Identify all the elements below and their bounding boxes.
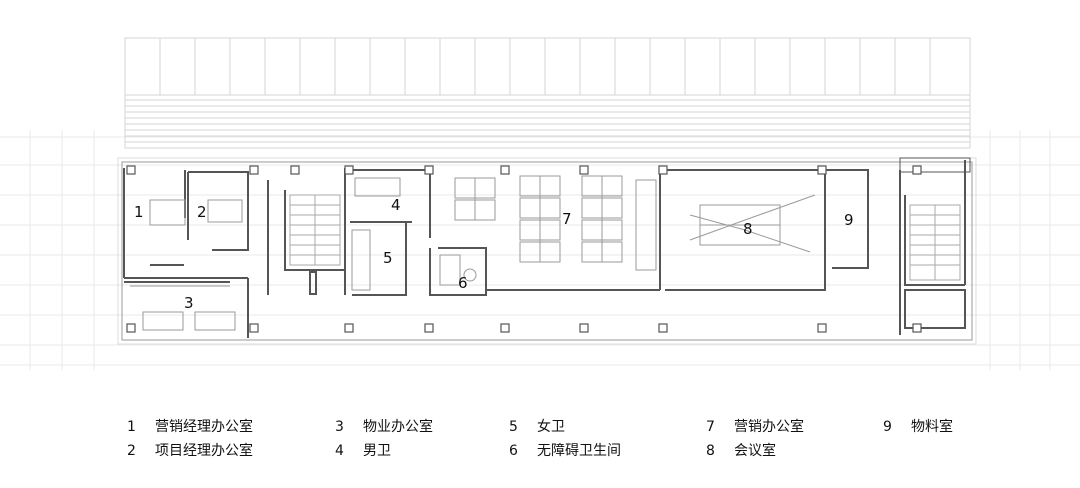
room-number-8: 8 [743, 220, 753, 238]
legend-label: 营销办公室 [734, 419, 804, 435]
legend-label: 女卫 [537, 419, 565, 435]
workstations [454, 175, 657, 271]
structural-columns [126, 165, 922, 333]
room-number-3: 3 [184, 294, 194, 312]
legend-item-7: 7 营销办公室 [706, 416, 804, 436]
stairs-right [909, 204, 961, 281]
legend-number: 7 [706, 419, 715, 435]
building-outline [117, 157, 977, 345]
legend-item-6: 6 无障碍卫生间 [509, 440, 621, 460]
legend-item-2: 2 项目经理办公室 [127, 440, 253, 460]
room-number-6: 6 [458, 274, 468, 292]
legend-label: 无障碍卫生间 [537, 443, 621, 459]
floor-plan: 1 2 3 4 5 6 7 8 9 [0, 37, 1080, 370]
toilet-fixtures [351, 177, 477, 291]
legend-label: 物业办公室 [363, 419, 433, 435]
legend-item-8: 8 会议室 [706, 440, 776, 460]
room-number-5: 5 [383, 249, 393, 267]
legend-item-1: 1 营销经理办公室 [127, 416, 253, 436]
legend-number: 8 [706, 443, 715, 459]
legend-number: 1 [127, 419, 136, 435]
interior-walls [123, 157, 971, 338]
room-number-4: 4 [391, 196, 401, 214]
legend-number: 9 [883, 419, 892, 435]
room-numbers: 1 2 3 4 5 6 7 8 9 [134, 196, 854, 312]
legend-label: 男卫 [363, 443, 391, 459]
legend-item-5: 5 女卫 [509, 416, 565, 436]
room-number-2: 2 [197, 203, 207, 221]
legend-item-9: 9 物料室 [883, 416, 953, 436]
room-number-7: 7 [562, 210, 572, 228]
legend-label: 会议室 [734, 443, 776, 459]
conference-table [689, 194, 816, 253]
legend-number: 5 [509, 419, 518, 435]
legend-item-4: 4 男卫 [335, 440, 391, 460]
legend-label: 物料室 [911, 419, 953, 435]
legend-label: 项目经理办公室 [155, 443, 253, 459]
stairs-left [289, 194, 341, 266]
legend-item-3: 3 物业办公室 [335, 416, 433, 436]
legend-number: 2 [127, 443, 136, 459]
room-legend: 1 营销经理办公室 2 项目经理办公室 3 物业办公室 4 男卫 5 女卫 6 无障碍卫生间… [0, 410, 1080, 470]
room-number-9: 9 [844, 211, 854, 229]
legend-number: 6 [509, 443, 518, 459]
legend-number: 3 [335, 419, 344, 435]
roof-canopy [124, 37, 971, 149]
office-desks [130, 199, 243, 331]
legend-number: 4 [335, 443, 344, 459]
legend-label: 营销经理办公室 [155, 419, 253, 435]
room-number-1: 1 [134, 203, 144, 221]
